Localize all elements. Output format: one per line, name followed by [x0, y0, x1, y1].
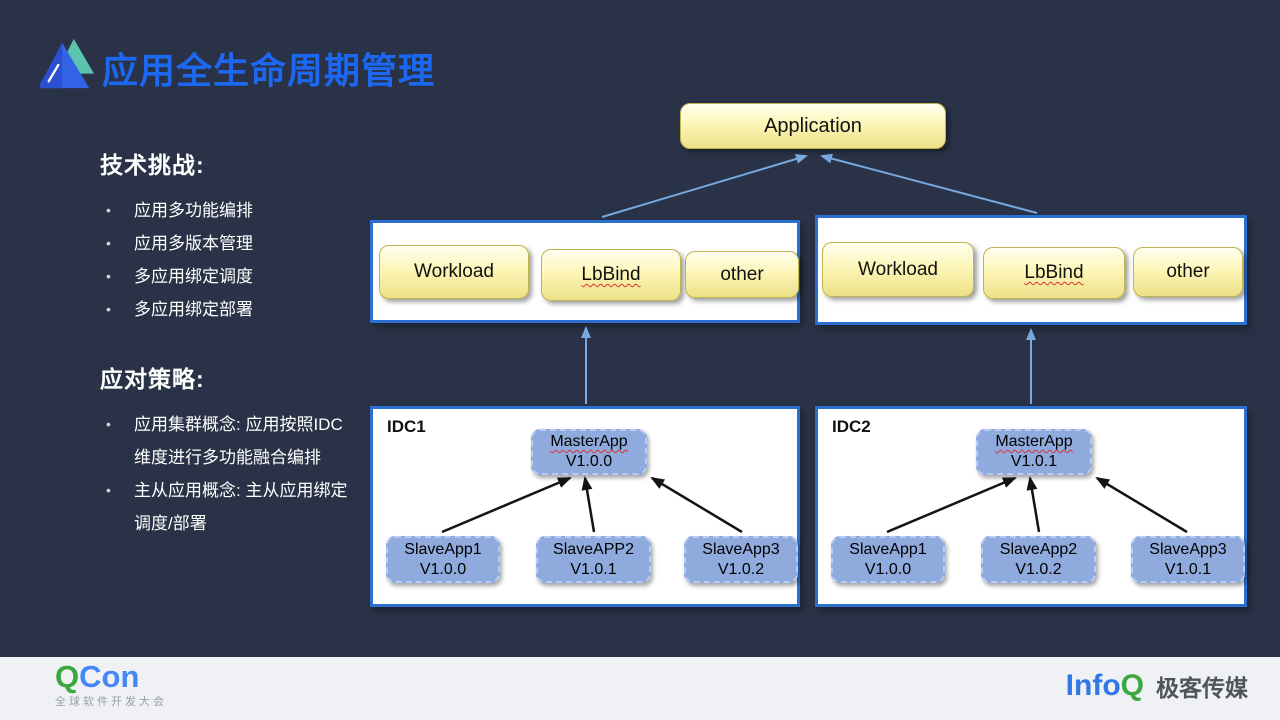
section-tech-challenges: 技术挑战: • 应用多功能编排 • 应用多版本管理 • 多应用绑定调度 • 多应… — [100, 146, 350, 326]
list-item: • 应用集群概念: 应用按照IDC维度进行多功能融合编排 — [100, 408, 355, 474]
slave-app-node: SlaveApp3 V1.0.1 — [1131, 536, 1245, 583]
bullet-text: 多应用绑定调度 — [134, 267, 253, 286]
bullet-icon: • — [106, 268, 111, 284]
slave-app-version: V1.0.1 — [570, 560, 617, 578]
lbbind-label: LbBind — [1024, 262, 1084, 283]
application-label: Application — [764, 114, 862, 137]
workload-label: Workload — [858, 258, 938, 280]
slave-app-version: V1.0.0 — [419, 560, 467, 578]
slave-app-name: SlaveAPP2 — [553, 540, 634, 558]
list-item: • 多应用绑定调度 — [100, 260, 350, 293]
slave-app-name: SlaveApp3 — [1149, 540, 1227, 558]
workload-node: Workload — [822, 242, 974, 297]
idc-label: IDC1 — [387, 417, 426, 436]
bullet-text: 应用集群概念: 应用按照IDC维度进行多功能融合编排 — [134, 415, 343, 467]
slave-app-name: SlaveApp1 — [404, 540, 482, 558]
infoq-brand-text: 极客传媒 — [1156, 675, 1248, 701]
list-item: • 主从应用概念: 主从应用绑定调度/部署 — [100, 474, 355, 540]
master-app-node: MasterApp V1.0.1 — [976, 429, 1092, 475]
section-strategies: 应对策略: • 应用集群概念: 应用按照IDC维度进行多功能融合编排 • 主从应… — [100, 360, 355, 540]
section-heading: 技术挑战: — [100, 152, 205, 178]
workload-label: Workload — [414, 261, 494, 282]
list-item: • 多应用绑定部署 — [100, 293, 350, 326]
bullet-icon: • — [106, 301, 111, 317]
infoq-logo: InfoQ 极客传媒 — [1066, 669, 1248, 703]
other-label: other — [720, 263, 764, 285]
master-app-name: MasterApp — [550, 433, 628, 450]
slave-app-name: SlaveApp3 — [702, 540, 780, 558]
slave-app-node: SlaveApp3 V1.0.2 — [684, 536, 798, 583]
bullet-icon: • — [106, 416, 111, 432]
slave-app-version: V1.0.1 — [1164, 560, 1212, 578]
page-title: 应用全生命周期管理 — [102, 50, 436, 91]
conference-logo-icon — [40, 38, 94, 89]
infoq-letter-q: Q — [1120, 669, 1144, 702]
qcon-logo: QCon 全球软件开发大会 — [55, 659, 167, 709]
slave-app-version: V1.0.0 — [864, 560, 912, 578]
master-app-name: MasterApp — [995, 433, 1073, 450]
application-node: Application — [680, 103, 946, 149]
slave-app-node: SlaveApp1 V1.0.0 — [831, 536, 945, 583]
lbbind-label: LbBind — [581, 264, 641, 285]
lbbind-node: LbBind — [983, 247, 1125, 299]
qcon-letters-con: Con — [79, 659, 140, 694]
slave-app-version: V1.0.2 — [717, 560, 765, 578]
list-item: • 应用多版本管理 — [100, 227, 350, 260]
master-app-node: MasterApp V1.0.0 — [531, 429, 647, 475]
other-node: other — [685, 251, 799, 298]
bullet-icon: • — [106, 235, 111, 251]
bullet-text: 应用多版本管理 — [134, 234, 253, 253]
footer-bar: QCon 全球软件开发大会 InfoQ 极客传媒 — [0, 657, 1280, 720]
workload-node: Workload — [379, 245, 529, 299]
cluster-container-1: Workload LbBind other — [370, 220, 800, 323]
infoq-letters-info: Info — [1065, 669, 1121, 702]
qcon-wordmark: QCon — [55, 659, 167, 694]
idc2-container: IDC2 MasterApp V1.0.1 SlaveApp1 V1.0.0 S… — [815, 406, 1247, 607]
infoq-wordmark: InfoQ — [1066, 671, 1144, 701]
other-node: other — [1133, 247, 1243, 297]
list-item: • 应用多功能编排 — [100, 194, 350, 227]
qcon-subtitle: 全球软件开发大会 — [55, 696, 167, 708]
qcon-letter-q: Q — [55, 659, 80, 694]
slave-app-name: SlaveApp2 — [999, 540, 1078, 558]
cluster-container-2: Workload LbBind other — [815, 215, 1247, 325]
idc-label: IDC2 — [832, 417, 871, 436]
master-app-version: V1.0.1 — [1010, 453, 1058, 470]
bullet-icon: • — [106, 202, 111, 218]
slave-app-version: V1.0.2 — [1015, 560, 1062, 578]
bullet-text: 多应用绑定部署 — [134, 300, 253, 319]
section-heading: 应对策略: — [100, 366, 205, 392]
bullet-icon: • — [106, 482, 111, 498]
bullet-text: 应用多功能编排 — [134, 201, 253, 220]
slave-app-node: SlaveAPP2 V1.0.1 — [536, 536, 651, 583]
other-label: other — [1166, 261, 1210, 282]
lbbind-node: LbBind — [541, 249, 681, 301]
idc1-container: IDC1 MasterApp V1.0.0 SlaveApp1 V1.0.0 S… — [370, 406, 800, 607]
slave-app-node: SlaveApp2 V1.0.2 — [981, 536, 1096, 583]
bullet-text: 主从应用概念: 主从应用绑定调度/部署 — [134, 481, 348, 533]
master-app-version: V1.0.0 — [565, 453, 613, 470]
slave-app-name: SlaveApp1 — [849, 540, 927, 558]
slave-app-node: SlaveApp1 V1.0.0 — [386, 536, 500, 583]
